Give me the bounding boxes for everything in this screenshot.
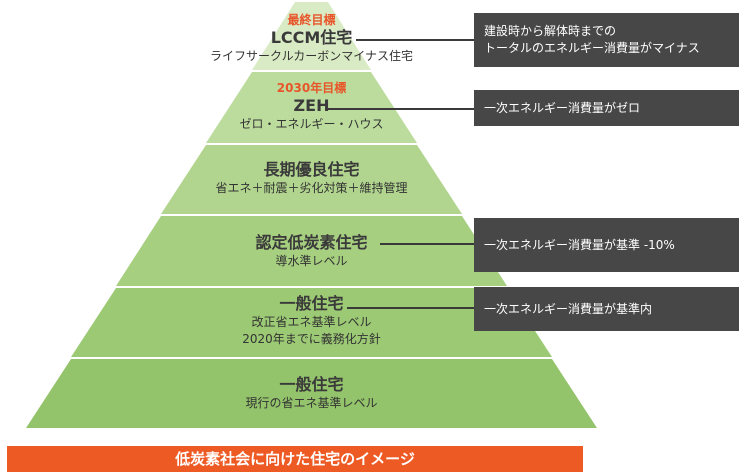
tier-6-title: 一般住宅 (279, 375, 344, 394)
tier-2-subtitle: ゼロ・エネルギー・ハウス (239, 117, 384, 131)
note-low-carbon: 一次エネルギー消費量が基準 -10% (474, 218, 739, 272)
note-lccm-line-1: 建設時から解体時までの (484, 24, 617, 38)
tier-5-subtitle-1: 改正省エネ基準レベル (251, 315, 372, 329)
tier-3-shape (161, 145, 462, 214)
tier-4-subtitle: 導水準レベル (275, 254, 348, 268)
tier-6-shape (26, 359, 597, 428)
tier-5-shape (71, 288, 552, 357)
note-lccm: 建設時から解体時までの トータルのエネルギー消費量がマイナス (474, 13, 739, 67)
tier-2-shape (206, 72, 417, 143)
note-general: 一次エネルギー消費量が基準内 (474, 287, 739, 331)
tier-5-title: 一般住宅 (279, 294, 344, 313)
connector-2 (327, 108, 474, 110)
note-zeh: 一次エネルギー消費量がゼロ (474, 90, 739, 126)
caption-banner: 低炭素社会に向けた住宅のイメージ (7, 446, 583, 472)
tier-1-target: 最終目標 (287, 13, 336, 27)
note-zeh-line-1: 一次エネルギー消費量がゼロ (484, 100, 641, 115)
note-low-carbon-line-1: 一次エネルギー消費量が基準 -10% (484, 237, 675, 252)
tier-3-title: 長期優良住宅 (263, 160, 360, 179)
tier-4-label: 認定低炭素住宅 導水準レベル (161, 233, 462, 270)
tier-2-target: 2030年目標 (276, 81, 347, 95)
tier-3-label: 長期優良住宅 省エネ＋耐震＋劣化対策＋維持管理 (161, 160, 462, 197)
note-lccm-line-2: トータルのエネルギー消費量がマイナス (484, 41, 700, 55)
tier-1-subtitle: ライフサークルカーボンマイナス住宅 (209, 49, 414, 63)
tier-6-label: 一般住宅 現行の省エネ基準レベル (161, 375, 462, 412)
connector-4 (347, 307, 474, 309)
tier-1-label: 最終目標 LCCM住宅 ライフサークルカーボンマイナス住宅 (171, 13, 452, 65)
tier-2-title: ZEH (293, 96, 330, 115)
note-general-line-1: 一次エネルギー消費量が基準内 (484, 301, 653, 316)
tier-4-title: 認定低炭素住宅 (255, 233, 368, 252)
tier-2-label: 2030年目標 ZEH ゼロ・エネルギー・ハウス (191, 81, 432, 133)
tier-1-title: LCCM住宅 (270, 28, 353, 47)
tier-5-label: 一般住宅 改正省エネ基準レベル 2020年までに義務化方針 (161, 294, 462, 348)
tier-5-subtitle-2: 2020年までに義務化方針 (242, 332, 381, 346)
tier-4-shape (116, 216, 507, 286)
connector-1 (356, 39, 474, 41)
tier-1-shape (252, 2, 371, 70)
connector-3 (380, 243, 474, 245)
tier-3-subtitle: 省エネ＋耐震＋劣化対策＋維持管理 (215, 181, 408, 195)
tier-6-subtitle: 現行の省エネ基準レベル (245, 396, 378, 410)
